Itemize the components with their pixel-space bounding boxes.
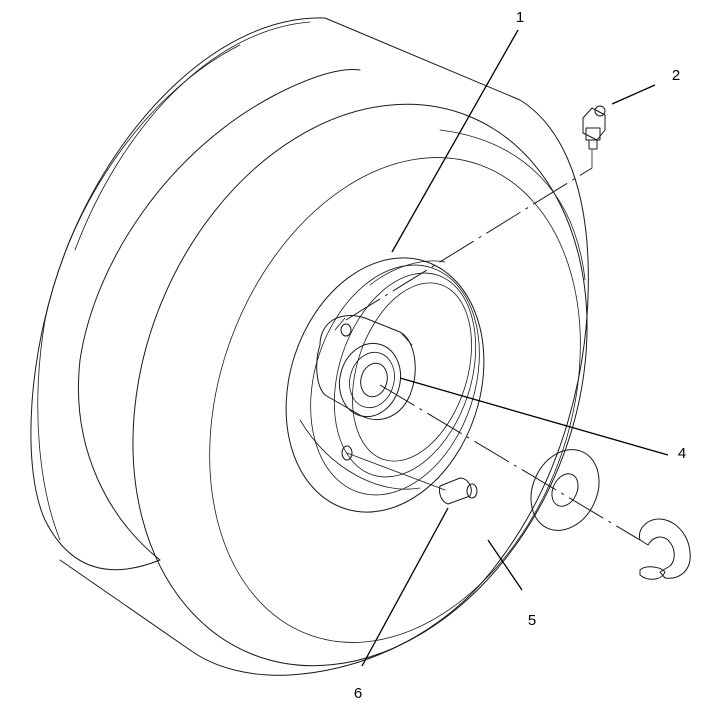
rim <box>285 257 485 513</box>
grease-hole <box>340 323 352 337</box>
grease-fitting-thread <box>588 139 598 150</box>
tire-tread-silhouette <box>59 17 589 676</box>
callout-2: 2 <box>672 67 680 84</box>
washer-hole <box>551 473 579 507</box>
tire-tread-line-back <box>74 21 311 251</box>
grease-fitting-body <box>582 107 606 141</box>
grease-axis-line <box>345 167 593 321</box>
grease-fitting <box>582 105 606 150</box>
leader-2 <box>611 84 656 105</box>
bearing-race <box>349 351 395 409</box>
tire <box>30 17 589 676</box>
retaining-clip-ear <box>639 566 666 580</box>
tire-sidewall-inner <box>209 157 581 643</box>
valve-axis-line <box>346 452 446 491</box>
tire-tread-line-left <box>37 44 241 541</box>
tire-back-edge <box>30 17 361 571</box>
valve-stem-body <box>439 477 472 505</box>
tire-shoulder <box>439 129 586 281</box>
washer <box>530 449 600 531</box>
rim-contour-top <box>369 260 446 286</box>
rim-inner-ring-3 <box>352 282 472 462</box>
grease-fitting-tip <box>594 105 606 117</box>
hub-bearing <box>316 315 416 421</box>
leader-1 <box>391 29 519 253</box>
hub-body <box>316 315 416 421</box>
rim-contour-bottom <box>299 419 421 490</box>
tire-sidewall-outer <box>132 103 588 667</box>
rim-inner-ring-2 <box>333 272 477 478</box>
retaining-clip-body <box>639 518 691 579</box>
bearing-outer <box>338 342 402 418</box>
callout-6: 6 <box>354 685 362 702</box>
leader-6 <box>361 507 449 667</box>
valve-hole <box>341 445 353 461</box>
leader-5 <box>487 539 523 591</box>
callout-1: 1 <box>516 9 524 26</box>
retaining-clip <box>639 518 691 580</box>
bearing-bore <box>360 362 388 398</box>
wheel-axis-line <box>379 384 641 541</box>
washer-outer <box>530 449 600 531</box>
valve-stem-cap <box>466 483 478 499</box>
callout-4: 4 <box>678 445 686 462</box>
leader-4 <box>399 377 669 456</box>
rim-inner-ring-1 <box>310 264 480 496</box>
valve-stem <box>439 477 478 505</box>
hub-flange <box>334 317 413 346</box>
callout-5: 5 <box>528 612 536 629</box>
